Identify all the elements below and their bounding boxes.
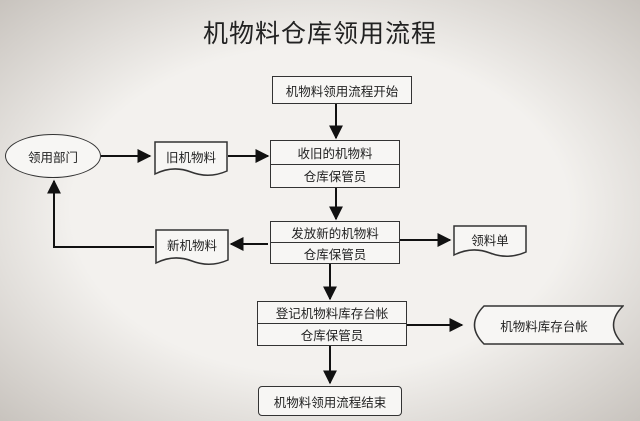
page-title: 机物料仓库领用流程 xyxy=(202,19,437,48)
issue-keeper-label: 仓库保管员 xyxy=(271,242,399,263)
arrow-new-to-dept xyxy=(47,179,154,248)
register-ledger-label: 登记机物料库存台帐 xyxy=(275,306,389,321)
end-node: 机物料领用流程结束 xyxy=(258,386,402,416)
issue-new-node: 发放新的机物料 仓库保管员 xyxy=(270,221,400,264)
document-shape-icon xyxy=(155,229,229,265)
collect-old-node: 收旧的机物料 仓库保管员 xyxy=(270,140,400,188)
issue-new-label: 发放新的机物料 xyxy=(291,225,379,241)
requisition-form-label: 领料单 xyxy=(471,233,509,248)
requisition-form-doc: 领料单 xyxy=(453,225,527,258)
document-shape-icon xyxy=(453,225,527,257)
register-keeper-label: 仓库保管员 xyxy=(258,323,406,345)
inventory-ledger-store: 机物料库存台帐 xyxy=(464,305,624,345)
document-shape-icon xyxy=(154,141,228,176)
collect-old-label: 收旧的机物料 xyxy=(297,145,373,161)
new-materials-label: 新机物料 xyxy=(166,238,217,253)
department-node: 领用部门 xyxy=(5,134,101,178)
start-node: 机物料领用流程开始 xyxy=(272,76,412,104)
old-materials-label: 旧机物料 xyxy=(165,149,216,165)
new-materials-doc: 新机物料 xyxy=(155,229,229,266)
register-ledger-node: 登记机物料库存台帐 仓库保管员 xyxy=(257,301,407,346)
old-materials-doc: 旧机物料 xyxy=(154,141,228,177)
inventory-ledger-label: 机物料库存台帐 xyxy=(500,318,588,334)
collect-keeper-label: 仓库保管员 xyxy=(271,163,399,188)
stored-data-shape-icon xyxy=(473,305,624,345)
